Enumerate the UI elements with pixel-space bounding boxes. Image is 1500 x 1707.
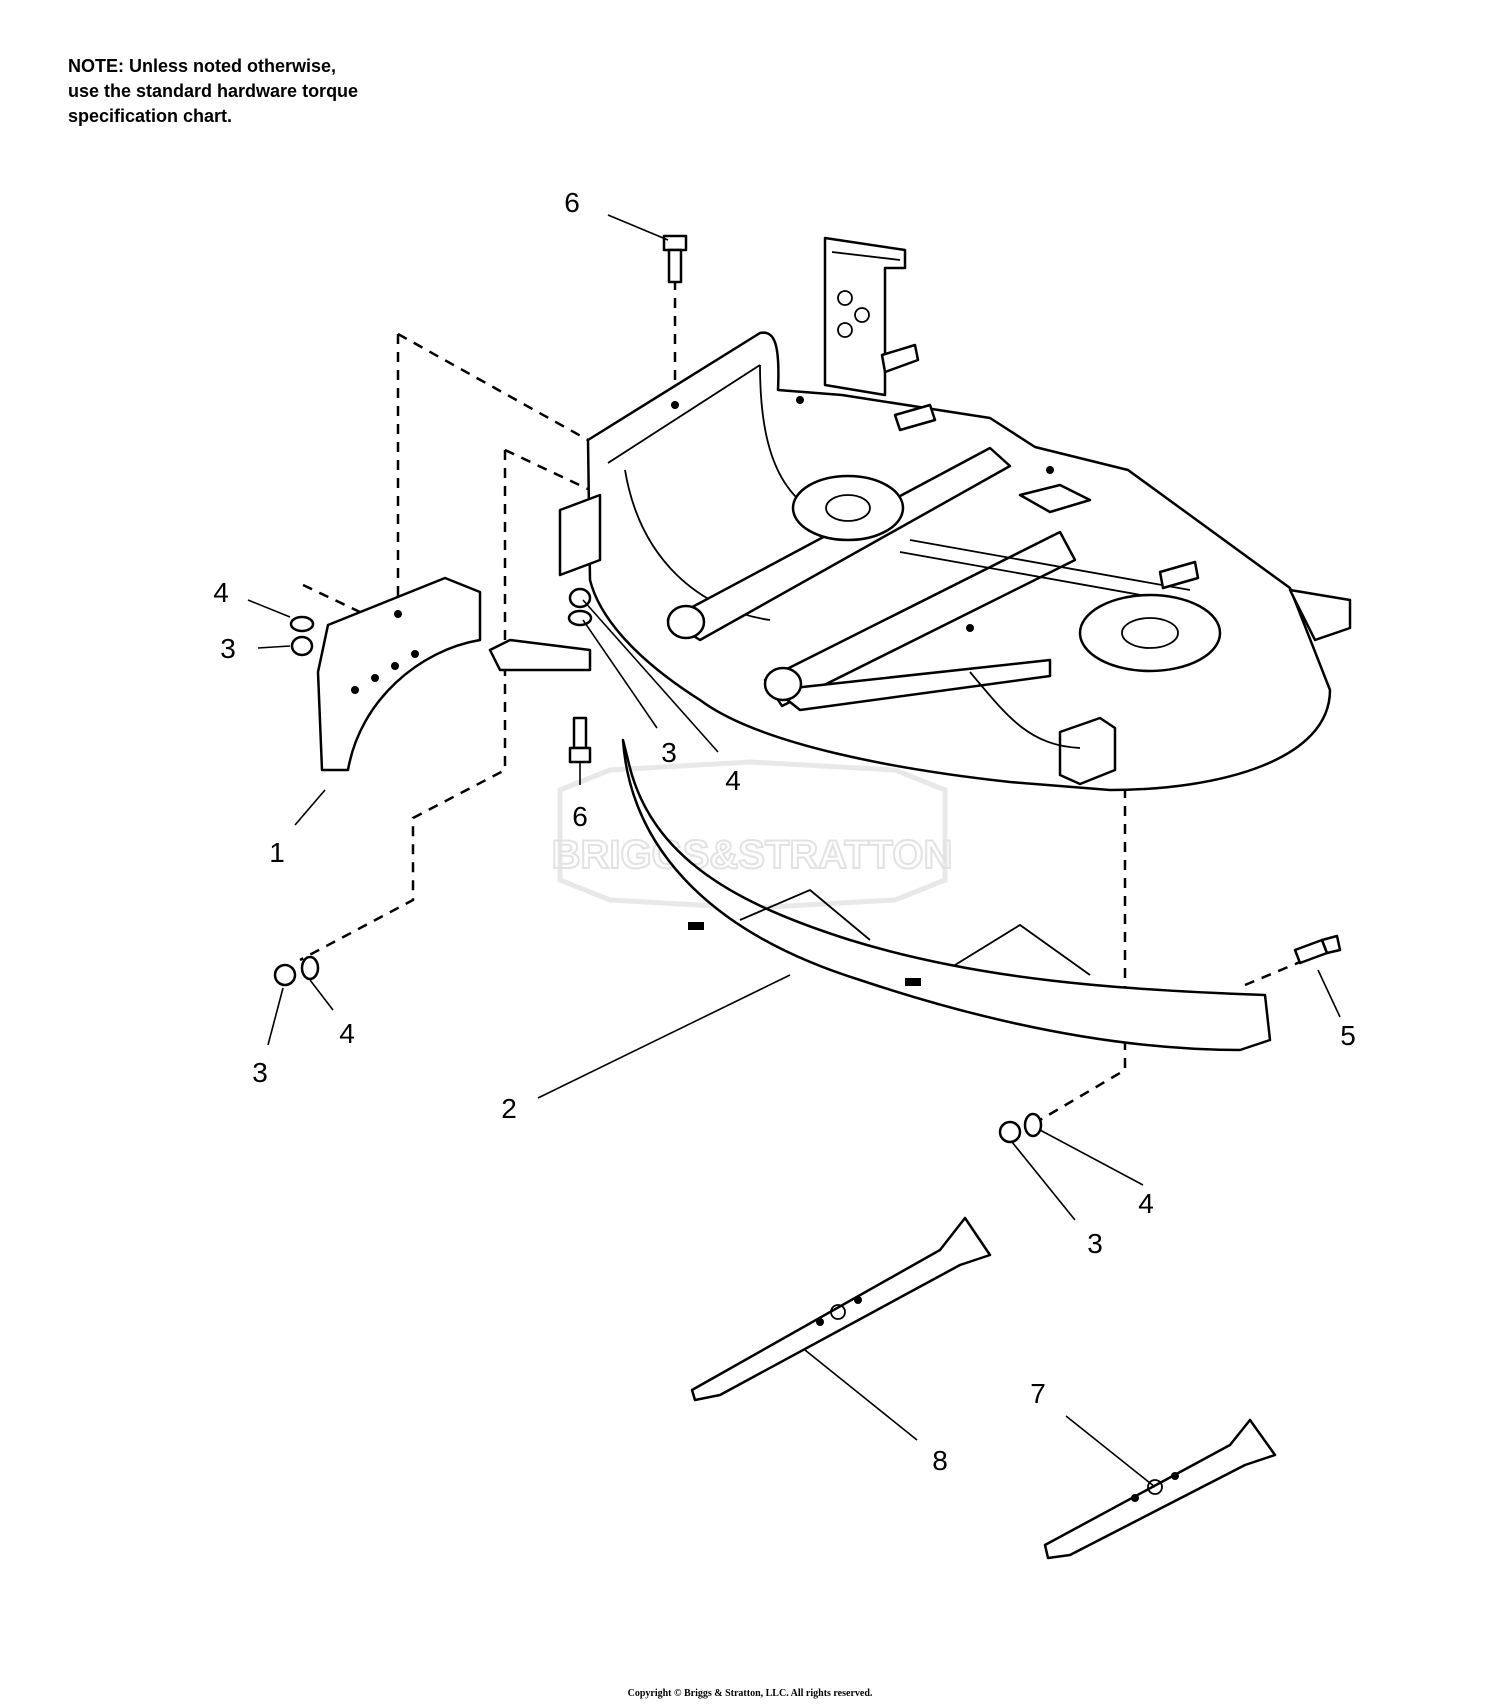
- callout-4-lower-left: 4: [339, 1018, 355, 1049]
- callout-1: 1: [269, 837, 285, 868]
- callout-5: 5: [1340, 1020, 1356, 1051]
- callout-2: 2: [501, 1093, 517, 1124]
- discharge-deflector-part-1: [316, 576, 592, 772]
- bolt-right: [1293, 934, 1342, 965]
- note-line-3: specification chart.: [68, 106, 233, 126]
- note-line-1: NOTE: Unless noted otherwise,: [68, 56, 337, 76]
- blade-part-8: [690, 1216, 992, 1402]
- hardware: [273, 234, 1342, 1144]
- deck-baffle-part-2: [621, 738, 1272, 1052]
- callout-4-middle: 4: [725, 765, 741, 796]
- leader-lines: [247, 214, 1341, 1488]
- copyright-notice: Copyright © Briggs & Stratton, LLC. All …: [627, 1688, 873, 1699]
- nut-lower-left: [273, 963, 297, 987]
- bolt-middle: [568, 716, 592, 764]
- nut-upper-left: [290, 635, 314, 657]
- assembly-dashed-lines: [299, 262, 1301, 1122]
- blade-part-7: [1043, 1418, 1277, 1560]
- callout-3-lower-left: 3: [252, 1057, 268, 1088]
- callout-8: 8: [932, 1445, 948, 1476]
- torque-note: NOTE: Unless noted otherwise, use the st…: [68, 54, 358, 129]
- callout-7: 7: [1030, 1378, 1046, 1409]
- callout-numbers: 6 4 3 1 3 4 6 4 3 2 5 4 3 8 7: [213, 187, 1356, 1476]
- briggs-stratton-watermark: BRIGGS&STRATTON: [551, 759, 953, 911]
- callout-3-middle: 3: [661, 737, 677, 768]
- callout-6-middle: 6: [572, 801, 588, 832]
- note-line-2: use the standard hardware torque: [68, 81, 359, 101]
- washer-upper-left: [289, 615, 315, 633]
- mower-deck-housing: [558, 236, 1352, 792]
- washer-middle: [567, 609, 593, 627]
- nut-lower-right: [998, 1120, 1022, 1144]
- callout-3-lower-right: 3: [1087, 1228, 1103, 1259]
- callout-6-top: 6: [564, 187, 580, 218]
- callout-3-upper-left: 3: [220, 633, 236, 664]
- watermark-text: BRIGGS&STRATTON: [552, 833, 953, 877]
- washer-lower-right: [1023, 1112, 1043, 1138]
- callout-4-upper-left: 4: [213, 577, 229, 608]
- callout-4-lower-right: 4: [1138, 1188, 1154, 1219]
- bolt-top: [662, 234, 688, 284]
- washer-lower-left: [300, 955, 320, 981]
